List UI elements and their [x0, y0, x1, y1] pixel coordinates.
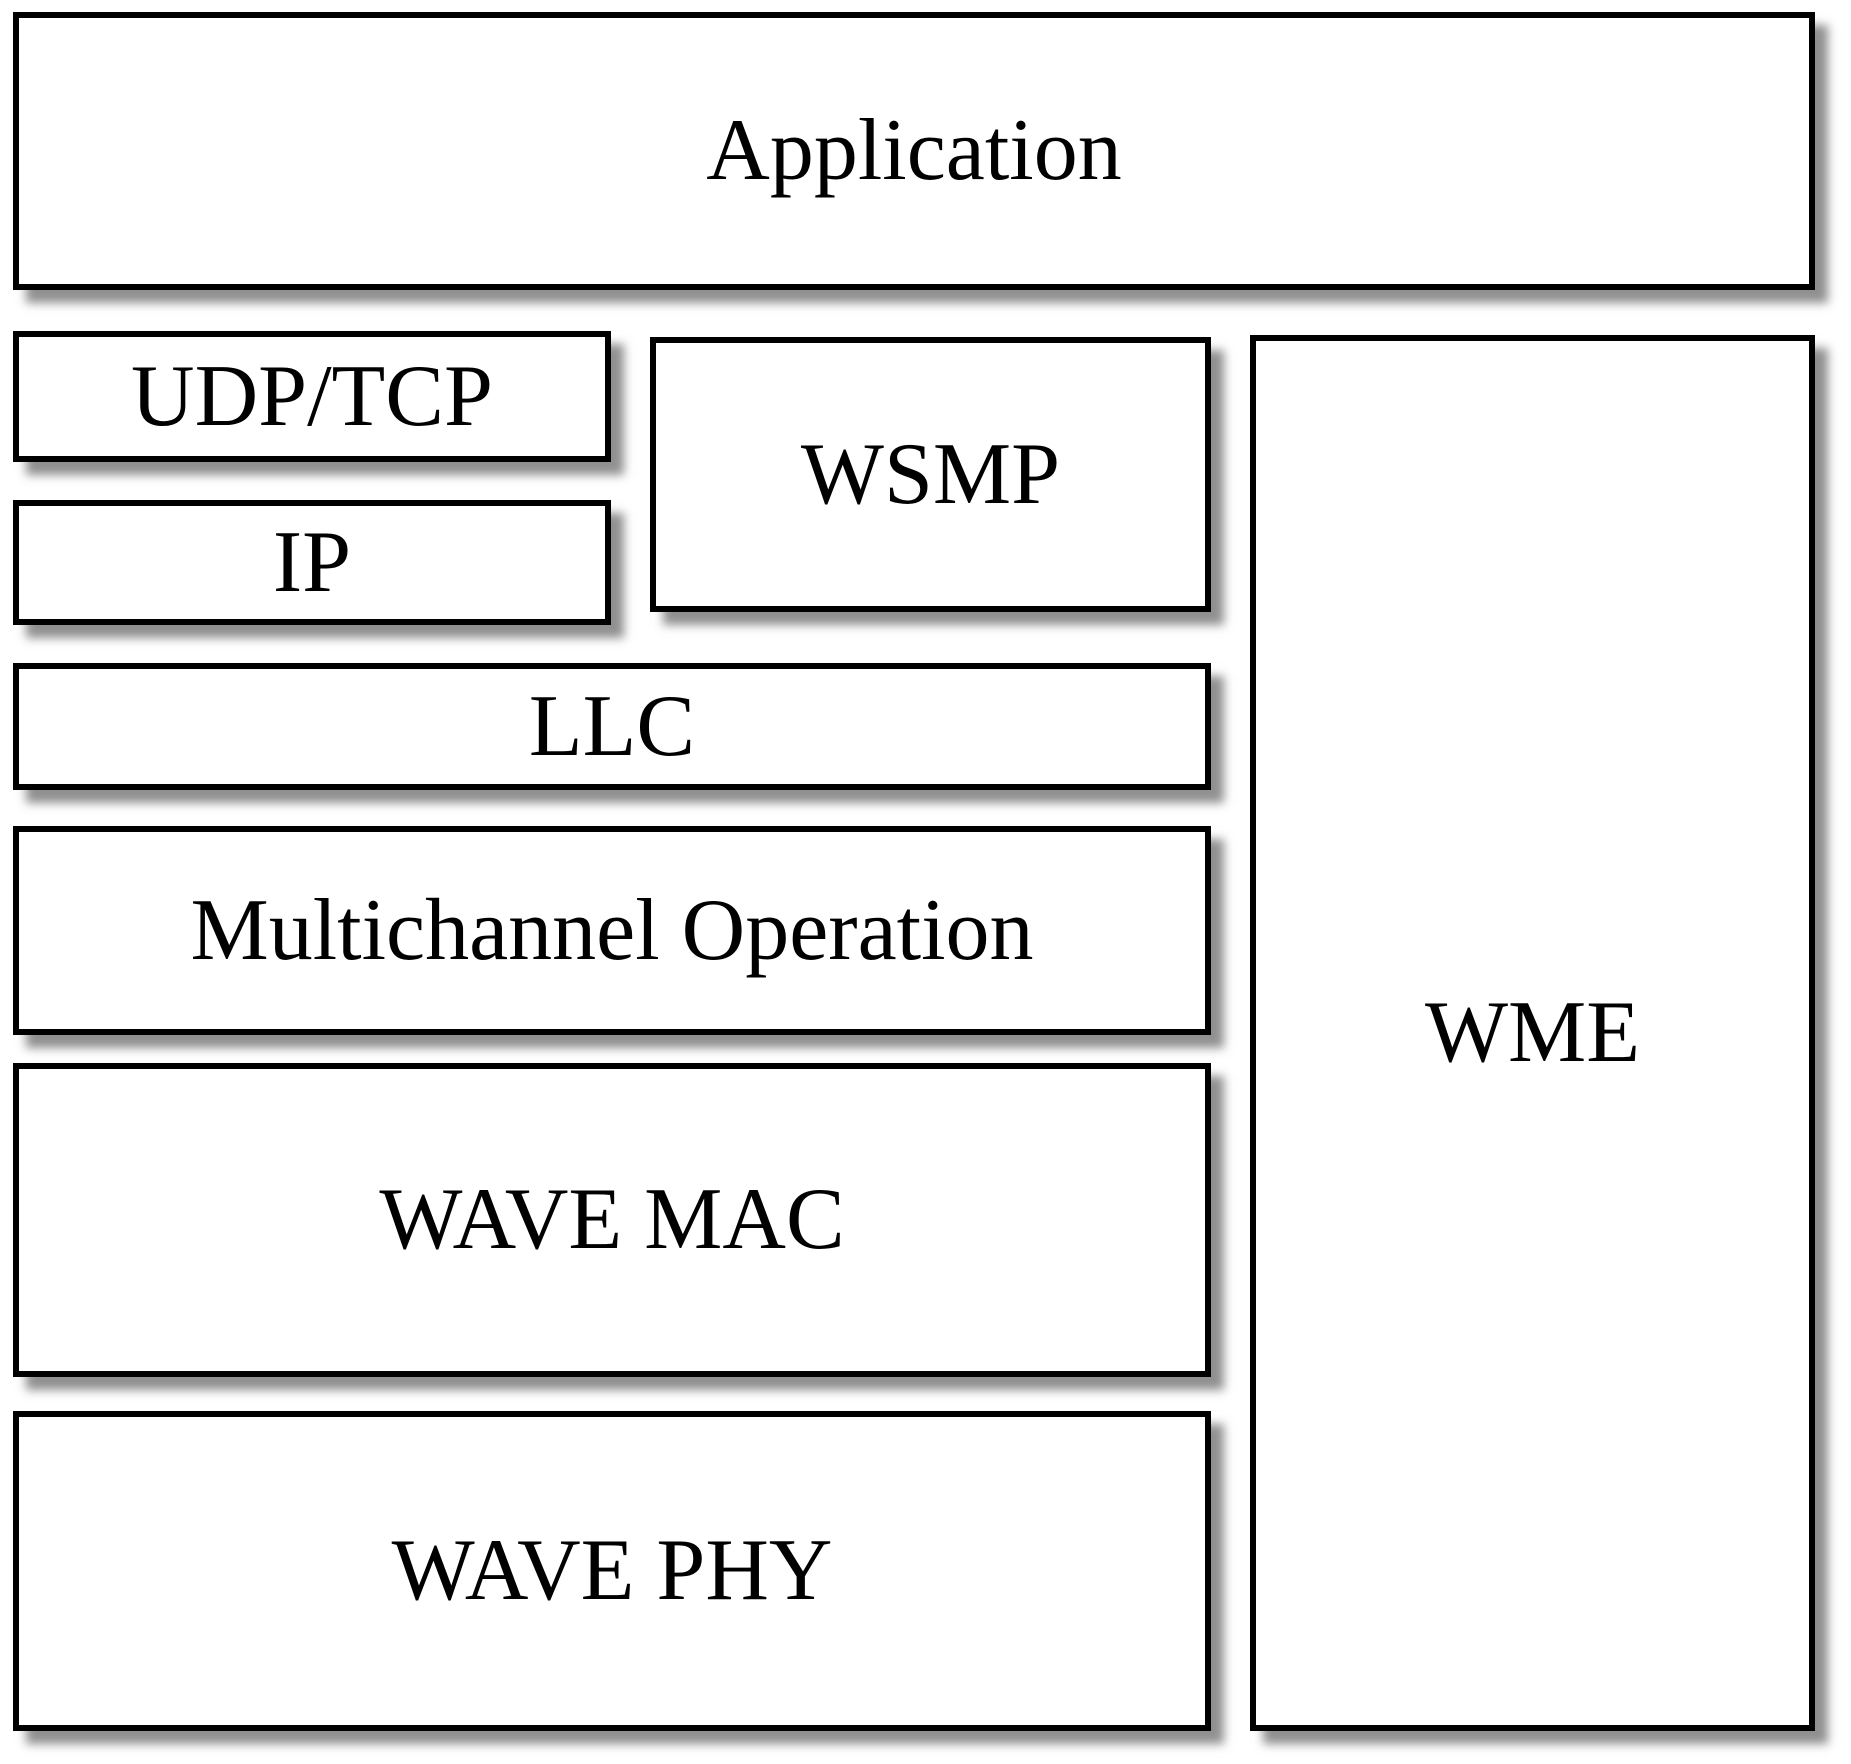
- block-wme-label: WME: [1424, 984, 1641, 1081]
- block-llc: LLC: [13, 663, 1211, 790]
- block-multichannel-operation-label: Multichannel Operation: [190, 881, 1034, 979]
- block-udp-tcp: UDP/TCP: [13, 331, 611, 462]
- block-wave-phy-label: WAVE PHY: [391, 1522, 833, 1619]
- block-wsmp-label: WSMP: [800, 425, 1061, 523]
- block-wsmp: WSMP: [650, 337, 1211, 612]
- block-ip: IP: [13, 500, 611, 625]
- block-udp-tcp-label: UDP/TCP: [131, 347, 493, 445]
- block-ip-label: IP: [272, 513, 352, 611]
- block-wme: WME: [1250, 335, 1815, 1731]
- block-wave-mac-label: WAVE MAC: [379, 1171, 845, 1268]
- block-llc-label: LLC: [528, 677, 696, 775]
- block-application: Application: [13, 12, 1815, 290]
- block-multichannel-operation: Multichannel Operation: [13, 826, 1211, 1035]
- block-application-label: Application: [706, 102, 1122, 199]
- block-wave-phy: WAVE PHY: [13, 1411, 1211, 1731]
- block-wave-mac: WAVE MAC: [13, 1063, 1211, 1377]
